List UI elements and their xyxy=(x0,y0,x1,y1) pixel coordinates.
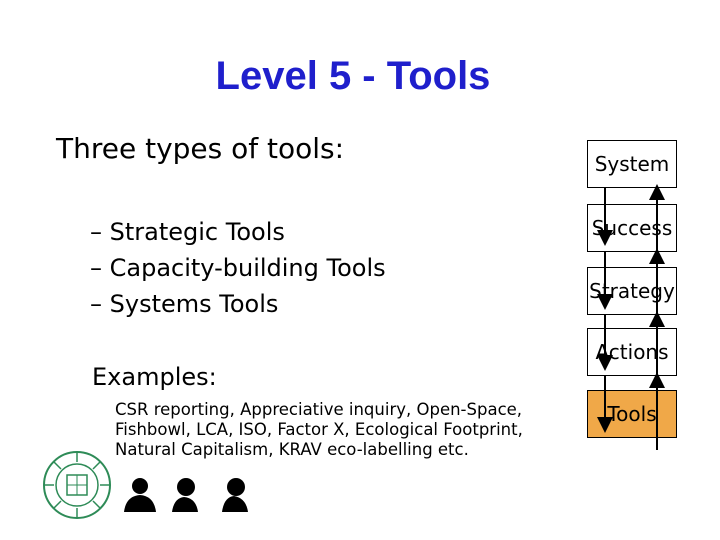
bullet-capacity-building-tools: – Capacity-building Tools xyxy=(90,254,386,282)
examples-text: CSR reporting, Appreciative inquiry, Ope… xyxy=(115,400,523,459)
bullet-systems-tools: – Systems Tools xyxy=(90,290,279,318)
bullet-strategic-tools: – Strategic Tools xyxy=(90,218,285,246)
person-silhouette-icon xyxy=(172,478,198,512)
bullet-list: – Strategic Tools – Capacity-building To… xyxy=(90,214,386,322)
level-arrows xyxy=(597,184,665,450)
examples-label: Examples: xyxy=(92,363,217,391)
university-logo-icon xyxy=(43,451,111,519)
people-silhouettes xyxy=(124,478,248,512)
slide-title: Level 5 - Tools xyxy=(215,54,491,98)
person-silhouette-icon xyxy=(124,478,156,512)
intro-text: Three types of tools: xyxy=(56,132,345,165)
person-silhouette-icon xyxy=(222,478,248,512)
level-box-system: System xyxy=(587,140,677,188)
